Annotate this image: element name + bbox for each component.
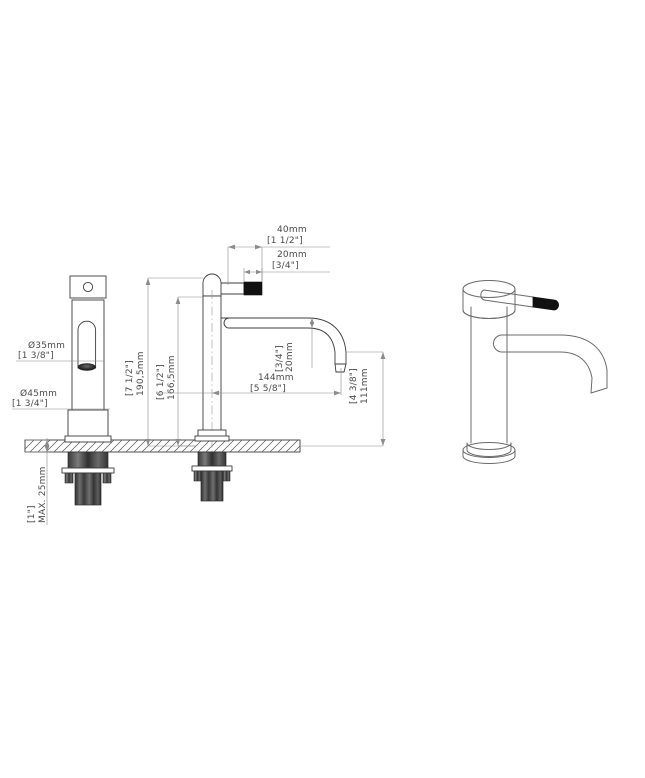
dim-handle-tip: 20mm [3/4"]: [243, 250, 330, 282]
dim-spout-clearance-imperial: [4 3/8"]: [349, 368, 359, 404]
render-base-flange: [466, 442, 512, 457]
handle-stem-hole-icon: [82, 281, 94, 293]
handle-black-tip: [243, 281, 263, 296]
dim-spout-body-height-imperial: [6 1/2"]: [156, 364, 166, 400]
dim-base-dia-metric: Ø45mm: [20, 388, 57, 399]
dim-max-counter-thickness-metric: MAX. 25mm: [38, 466, 48, 523]
base-ring: [64, 435, 112, 443]
front-section-view: [61, 275, 115, 506]
render-spout-root: [493, 334, 508, 353]
dim-spout-outlet-dia: Ø35mm [1 3/8"]: [16, 340, 104, 362]
isometric-render-view: [462, 280, 608, 464]
side-elevation-view: [191, 273, 347, 502]
dim-spout-outlet-dia-imperial: [1 3/8"]: [18, 351, 54, 361]
column-base-ring: [194, 435, 230, 442]
spout-body: [221, 317, 347, 365]
mounting-bolt-left: [64, 472, 74, 484]
render-spout-tip-edge: [590, 387, 608, 394]
base-flange: [67, 409, 109, 441]
dim-base-dia: Ø45mm [1 3/4"]: [12, 388, 110, 410]
render-handle-black-tip: [532, 296, 559, 311]
dim-spout-body-height: 166,5mm [6 1/2"]: [156, 296, 203, 447]
dim-spout-clearance-metric: 111mm: [360, 368, 370, 404]
dim-spout-tube-dia-metric: 20mm: [285, 342, 295, 372]
mounting-plate-2: [191, 465, 233, 472]
dim-spout-reach: 144mm [5 5/8"]: [160, 368, 342, 396]
dim-max-counter-thickness: MAX. 25mm [1"]: [25, 438, 50, 525]
mounting-bolt-right: [102, 472, 112, 484]
threaded-shank-2: [200, 470, 224, 502]
render-spout-top: [506, 334, 608, 389]
mounting-washer-2: [197, 451, 227, 467]
dim-spout-outlet-dia-metric: Ø35mm: [28, 340, 65, 351]
mounting-bolt-right-2: [222, 470, 231, 482]
faucet-column: [202, 295, 222, 437]
dim-overall-height-metric: 190,5mm: [136, 351, 146, 396]
spout-outlet-outline: [77, 320, 97, 369]
render-lever-top: [483, 289, 534, 298]
aerator-ellipse: [77, 363, 96, 371]
dim-handle-travel-imperial: [1 1/2"]: [267, 236, 303, 246]
dim-handle-tip-metric: 20mm: [277, 250, 307, 260]
mounting-washer: [67, 451, 109, 469]
dim-spout-tube-dia: 20mm [3/4"]: [275, 318, 315, 372]
dim-spout-reach-imperial: [5 5/8"]: [250, 384, 286, 394]
handle-hub: [202, 273, 222, 297]
mounting-plate: [61, 467, 115, 474]
dim-spout-clearance: 111mm [4 3/8"]: [300, 351, 386, 447]
dim-max-counter-thickness-imperial: [1"]: [27, 505, 37, 523]
handle-lever: [217, 282, 245, 295]
dim-spout-reach-metric: 144mm: [258, 373, 294, 383]
threaded-shank: [74, 472, 102, 506]
dim-base-dia-imperial: [1 3/4"]: [12, 399, 48, 409]
top-cap: [69, 275, 107, 299]
mounting-bolt-left-2: [193, 470, 202, 482]
dim-spout-body-height-metric: 166,5mm: [167, 355, 177, 400]
dim-handle-travel-metric: 40mm: [277, 225, 307, 235]
dim-spout-tube-dia-imperial: [3/4"]: [275, 345, 285, 372]
dim-overall-height-imperial: [7 1/2"]: [125, 360, 135, 396]
dim-handle-tip-imperial: [3/4"]: [272, 261, 299, 271]
spout-tip: [334, 363, 347, 373]
render-lever-bottom: [483, 299, 534, 308]
render-spout-inner: [506, 351, 593, 394]
